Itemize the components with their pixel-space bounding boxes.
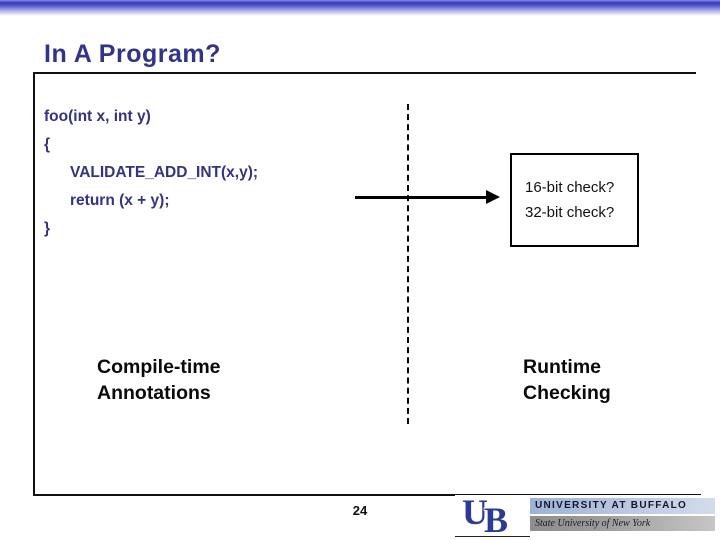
ub-letter-b: B <box>484 500 509 540</box>
label-line: Runtime <box>523 356 601 378</box>
code-line: } <box>44 220 51 237</box>
frame-left-rule <box>33 72 35 495</box>
logo-institution-bar: UNIVERSITY AT BUFFALO <box>530 498 715 514</box>
label-line: Checking <box>523 382 611 404</box>
page-number: 24 <box>352 503 368 518</box>
code-line: foo(int x, int y) <box>44 108 151 125</box>
code-line: { <box>44 136 51 153</box>
top-accent-bar <box>0 0 720 16</box>
label-line: Annotations <box>97 382 211 404</box>
label-compile-time: Compile-time Annotations <box>97 354 221 406</box>
label-line: Compile-time <box>97 356 221 378</box>
check-line: 32-bit check? <box>525 204 615 221</box>
ub-monogram-icon: U B <box>455 492 530 540</box>
logo-system-bar: State University of New York <box>530 516 715 531</box>
code-line: return (x + y); <box>70 192 170 209</box>
label-runtime: Runtime Checking <box>523 354 611 406</box>
ub-letter-u: U <box>462 492 488 532</box>
arrow-shaft <box>355 196 488 199</box>
arrow-head-icon <box>486 190 500 204</box>
slide-title: In A Program? <box>44 40 221 68</box>
logo-text-bars: UNIVERSITY AT BUFFALO State University o… <box>530 498 715 531</box>
check-line: 16-bit check? <box>525 179 615 196</box>
dashed-divider-line <box>407 104 409 424</box>
university-logo: U B UNIVERSITY AT BUFFALO State Universi… <box>455 492 717 540</box>
frame-bottom-rule <box>33 494 701 496</box>
code-line: VALIDATE_ADD_INT(x,y); <box>70 164 259 181</box>
code-block: foo(int x, int y) { VALIDATE_ADD_INT(x,y… <box>44 103 258 243</box>
title-underline <box>33 72 696 74</box>
check-callout-box: 16-bit check? 32-bit check? <box>510 153 639 247</box>
